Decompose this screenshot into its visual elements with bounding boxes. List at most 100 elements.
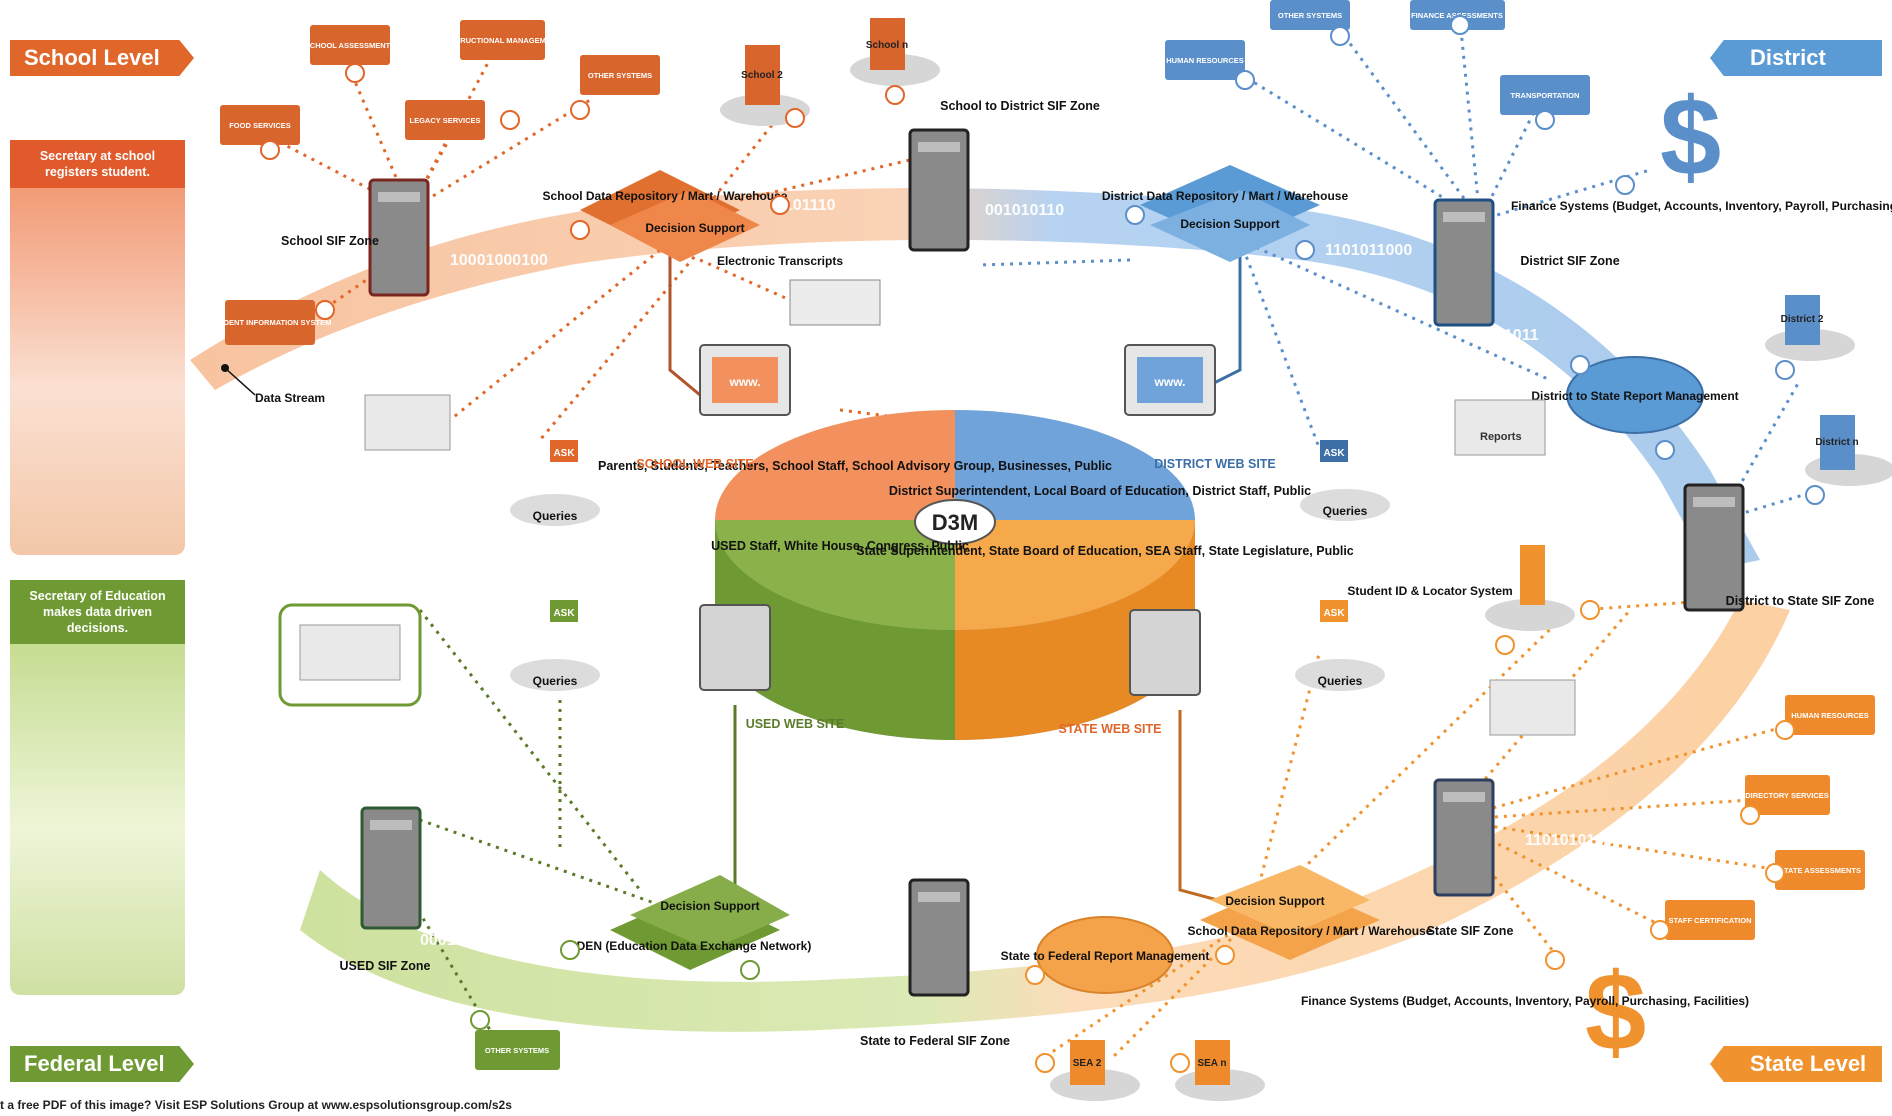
school-monitor-screen-text: www. (729, 375, 761, 389)
state-to-federal-management (1036, 916, 1174, 994)
school-to-district-zone-label: School to District SIF Zone (940, 99, 1100, 113)
quadrant-used-text: USED Staff, White House, Congress, Publi… (711, 539, 969, 553)
district-website-monitor (1124, 344, 1216, 416)
folder-other-systems-district (1270, 0, 1350, 30)
folder-finance-assessments (1410, 0, 1505, 30)
ask-sign-district: ASK (1323, 448, 1345, 459)
district-2-box (1765, 295, 1855, 361)
school-website-monitor (699, 344, 791, 416)
report-stack-state (1489, 679, 1576, 736)
sea-n-label: SEA n (1197, 1058, 1226, 1069)
folder-directory-services (1745, 775, 1830, 815)
sea-2-box (1050, 1040, 1140, 1101)
folder-label-school-assessments: SCHOOL ASSESSMENTS (305, 41, 395, 50)
used-website-monitor (699, 604, 771, 691)
district-sif-server (1433, 198, 1495, 327)
website-monitors (699, 344, 1216, 696)
folder-state-assessments (1775, 850, 1865, 890)
folder-instructional-management (460, 20, 545, 60)
binary-state-stream: 1101010100001010101110 (1525, 832, 1718, 849)
queries-pod-state (1295, 600, 1385, 691)
school-level-banner: School Level (10, 40, 194, 76)
quadrant-state-text: State Superintendent, State Board of Edu… (856, 544, 1354, 558)
servers (360, 128, 1745, 997)
folder-other-systems-school (580, 55, 660, 95)
reports-label: Reports (1480, 431, 1522, 443)
query-pods (510, 440, 1390, 691)
district-to-state-management-label: District to State Report Management (1531, 389, 1738, 403)
data-stream-label: Data Stream (255, 391, 325, 405)
district-to-state-zone-label: District to State SIF Zone (1726, 594, 1875, 608)
folder-label-staff-certification: STAFF CERTIFICATION (1668, 916, 1751, 925)
district-n-box (1805, 415, 1892, 486)
school-website-label: SCHOOL WEB SITE (636, 457, 753, 471)
folder-student-information-system (225, 300, 315, 345)
binary-federal-stream: 00010101101 (420, 932, 517, 949)
binary-federal-state: 010001010110 (770, 962, 876, 979)
state-to-federal-server (908, 878, 970, 997)
federal-level-banner: Federal Level (10, 1046, 194, 1082)
queries-pod-district (1300, 440, 1390, 521)
center-pie: D3M (715, 410, 1195, 740)
school-scene-panel: Secretary at school registers student. (10, 140, 185, 555)
state-sif-zone-label: State SIF Zone (1427, 924, 1514, 938)
used-website-label: USED WEB SITE (746, 717, 845, 731)
folder-transportation (1500, 75, 1590, 115)
folder-legacy-services (405, 100, 485, 140)
student-locator-label: Student ID & Locator System (1347, 584, 1512, 598)
bottom-data-ribbon (300, 600, 1790, 1032)
folder-human-resources-state (1785, 695, 1875, 735)
district-2-label: District 2 (1781, 314, 1824, 325)
school-n-label: School n (866, 40, 908, 51)
footer-note: t a free PDF of this image? Visit ESP So… (0, 1098, 512, 1112)
binary-school-district-a: 0101110 (775, 197, 836, 214)
binary-school-district-b: 001010110 (985, 202, 1064, 219)
district-folders (1165, 0, 1590, 115)
federal-folders (475, 1030, 560, 1070)
queries-label-used: Queries (533, 674, 578, 688)
district-website-label: DISTRICT WEB SITE (1154, 457, 1276, 471)
folder-label-instructional-management: INSTRUCTIONAL MANAGEMENT (443, 36, 561, 45)
district-to-state-server (1683, 483, 1745, 612)
binary-district-stream: 1101011000 (1325, 242, 1412, 259)
sea-n-box (1175, 1040, 1265, 1101)
folder-label-directory-services: DIRECTORY SERVICES (1745, 791, 1829, 800)
folder-label-legacy-services: LEGACY SERVICES (410, 116, 481, 125)
school-repository-label: School Data Repository / Mart / Warehous… (543, 189, 788, 203)
folder-label-student-information-system: STUDENT INFORMATION SYSTEM (209, 318, 332, 327)
state-folders (1665, 695, 1875, 940)
eden-block (610, 875, 790, 970)
district-repository-block (1140, 165, 1320, 262)
report-stacks (278, 394, 1576, 736)
eden-label: EDEN (Education Data Exchange Network) (569, 939, 812, 953)
state-to-federal-management-label: State to Federal Report Management (1001, 949, 1210, 963)
district-n-label: District n (1815, 437, 1858, 448)
queries-pod-used (510, 600, 600, 691)
state-repository-label: School Data Repository / Mart / Warehous… (1188, 924, 1433, 938)
school-n-box (850, 18, 940, 86)
folder-staff-certification (1665, 900, 1755, 940)
binary-district-state: 01011 (1495, 327, 1539, 344)
district-sif-zone-label: District SIF Zone (1520, 254, 1619, 268)
folder-label-transportation: TRANSPORTATION (1511, 91, 1580, 100)
d3m-hub-label: D3M (932, 510, 978, 535)
federal-scene-panel: Secretary of Education makes data driven… (10, 580, 185, 995)
quadrant-school-text: Parents, Students, Teachers, School Staf… (598, 459, 1112, 473)
district-monitor-screen-text: www. (1154, 375, 1186, 389)
folder-label-other-systems-district: OTHER SYSTEMS (1278, 11, 1342, 20)
state-sif-server (1433, 778, 1495, 897)
quadrant-district-text: District Superintendent, Local Board of … (889, 484, 1311, 498)
folder-human-resources-district (1165, 40, 1245, 80)
state-decision-support-label: Decision Support (1225, 894, 1324, 908)
dollar-icon-state: $ (1585, 951, 1646, 1074)
repository-blocks (580, 165, 1380, 970)
electronic-transcripts-label: Electronic Transcripts (717, 254, 843, 268)
school-sif-server (368, 178, 430, 297)
binary-school-stream: 10001000100 (450, 252, 548, 269)
state-website-monitor (1129, 609, 1201, 696)
school-repository-block (580, 170, 760, 262)
school-folders (220, 20, 660, 345)
report-stack-school (364, 394, 451, 451)
ask-sign-school: ASK (553, 448, 575, 459)
